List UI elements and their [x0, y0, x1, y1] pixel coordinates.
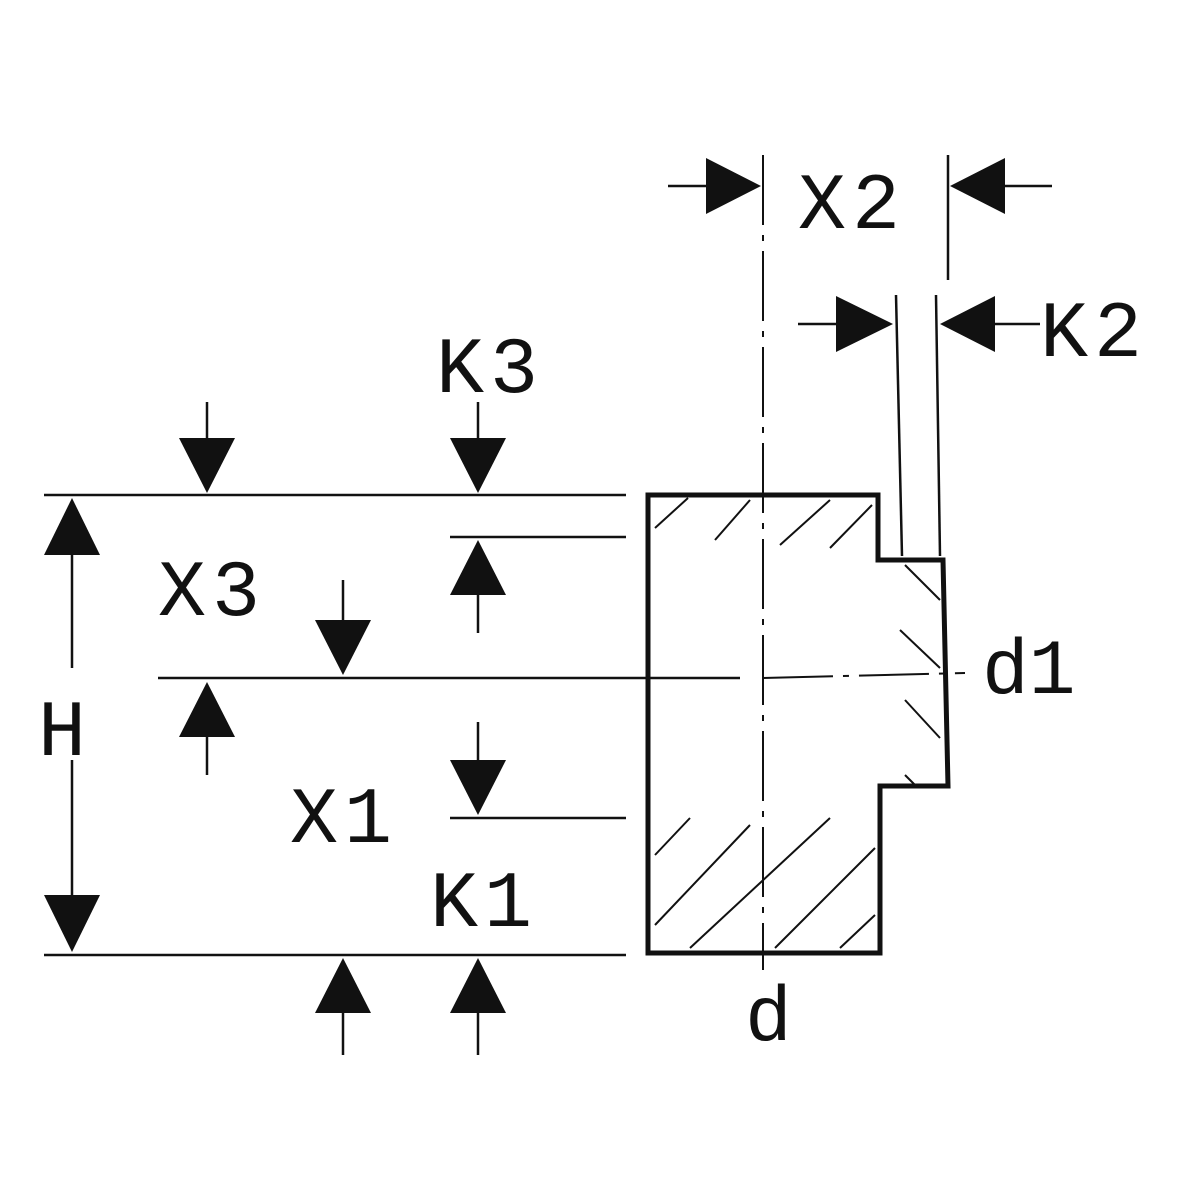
- label-k2: K2: [1040, 290, 1148, 381]
- branch-wall-inner: [894, 294, 904, 557]
- k3-up-arrow: [450, 540, 506, 595]
- x2-right-arrow: [950, 158, 1005, 214]
- branch-wall-outer: [934, 294, 942, 557]
- k2-right-arrow: [940, 296, 995, 352]
- x2-left-arrow: [706, 158, 761, 214]
- section-hatching: [654, 497, 941, 949]
- top-left-down-arrow: [179, 438, 235, 493]
- k1-up-arrow: [450, 958, 506, 1013]
- label-x2: X2: [798, 162, 906, 253]
- k3-down-arrow: [450, 438, 506, 493]
- x3-down-arrow: [315, 620, 371, 675]
- bottom-left-up-arrow: [315, 958, 371, 1013]
- fitting-outline: [645, 492, 951, 956]
- h-top-arrow: [44, 498, 100, 555]
- label-k1: K1: [430, 860, 538, 951]
- label-k3: K3: [436, 326, 544, 417]
- label-x1: X1: [290, 776, 398, 867]
- label-x3: X3: [158, 549, 266, 640]
- axis-up-arrow: [179, 682, 235, 737]
- label-h: H: [38, 689, 92, 780]
- label-d: d: [745, 976, 792, 1064]
- horizontal-axis-dashed: [762, 672, 966, 679]
- h-bottom-arrow: [44, 895, 100, 952]
- x1-down-arrow: [450, 760, 506, 815]
- k2-left-arrow: [836, 296, 893, 352]
- label-d1: d1: [982, 629, 1076, 717]
